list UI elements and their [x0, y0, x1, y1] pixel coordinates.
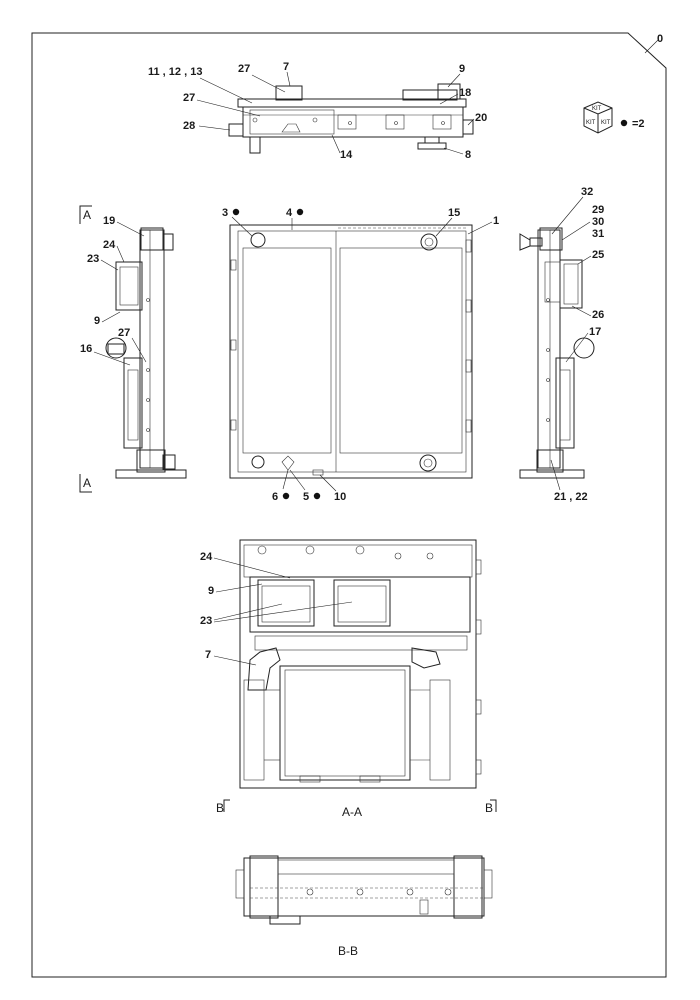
kit-dot-icon	[232, 208, 240, 216]
callout-26: 26	[592, 309, 604, 321]
callout-18: 18	[459, 87, 471, 99]
callout-6: 6	[272, 491, 278, 503]
kit-dot-icon	[282, 492, 290, 500]
callout-27-top: 27	[238, 63, 250, 75]
callout-27-top-b: 27	[183, 92, 195, 104]
section-mark-b-right: B	[485, 801, 493, 815]
callout-25: 25	[592, 249, 604, 261]
callout-17: 17	[589, 326, 601, 338]
callout-15: 15	[448, 207, 460, 219]
kit-box-text-right: KIT	[601, 120, 611, 126]
callout-8: 8	[465, 149, 471, 161]
callout-1: 1	[493, 215, 499, 227]
callout-11-12-13: 11 , 12 , 13	[148, 66, 202, 78]
callout-9-aa: 9	[208, 585, 214, 597]
top-view	[228, 83, 474, 154]
callout-7-top: 7	[283, 61, 289, 73]
kit-dot-icon	[620, 119, 628, 127]
right-side-view	[519, 227, 595, 479]
kit-box-text: KIT	[592, 106, 602, 112]
callout-30: 30	[592, 216, 604, 228]
left-side-view: A A	[79, 205, 187, 493]
corner-leader	[644, 39, 659, 54]
callout-9-top: 9	[459, 63, 465, 75]
section-mark-b-left: B	[216, 801, 224, 815]
kit-legend: KIT KIT KIT =2	[583, 101, 645, 134]
callout-24-left: 24	[103, 239, 116, 251]
sheet-border	[31, 32, 667, 978]
callout-23-aa: 23	[200, 615, 212, 627]
front-view	[229, 224, 473, 479]
callout-4: 4	[286, 207, 293, 219]
section-bb-view	[235, 855, 493, 925]
kit-box-text-left: KIT	[586, 120, 596, 126]
callout-32: 32	[581, 186, 593, 198]
corner-number: 0	[657, 33, 663, 45]
callout-14: 14	[340, 149, 353, 161]
callout-16: 16	[80, 343, 92, 355]
kit-equals: =2	[632, 118, 645, 130]
section-bb-label: B-B	[338, 944, 358, 958]
section-mark-a-bottom: A	[83, 476, 91, 490]
callout-28: 28	[183, 120, 195, 132]
section-mark-a-top: A	[83, 208, 91, 222]
callout-20: 20	[475, 112, 487, 124]
callout-27-left: 27	[118, 327, 130, 339]
callout-10: 10	[334, 491, 346, 503]
callout-5: 5	[303, 491, 309, 503]
kit-dot-icon	[296, 208, 304, 216]
kit-dot-icon	[313, 492, 321, 500]
callout-7-aa: 7	[205, 649, 211, 661]
callout-21-22: 21 , 22	[554, 491, 588, 503]
section-aa-label: A-A	[342, 805, 362, 819]
callout-3: 3	[222, 207, 228, 219]
kit-box-icon	[583, 101, 613, 134]
callout-29: 29	[592, 204, 604, 216]
callout-9-left: 9	[94, 315, 100, 327]
callout-19: 19	[103, 215, 115, 227]
callout-23-left: 23	[87, 253, 99, 265]
callout-24-aa: 24	[200, 551, 213, 563]
section-aa-view	[239, 539, 482, 789]
callout-31: 31	[592, 228, 604, 240]
